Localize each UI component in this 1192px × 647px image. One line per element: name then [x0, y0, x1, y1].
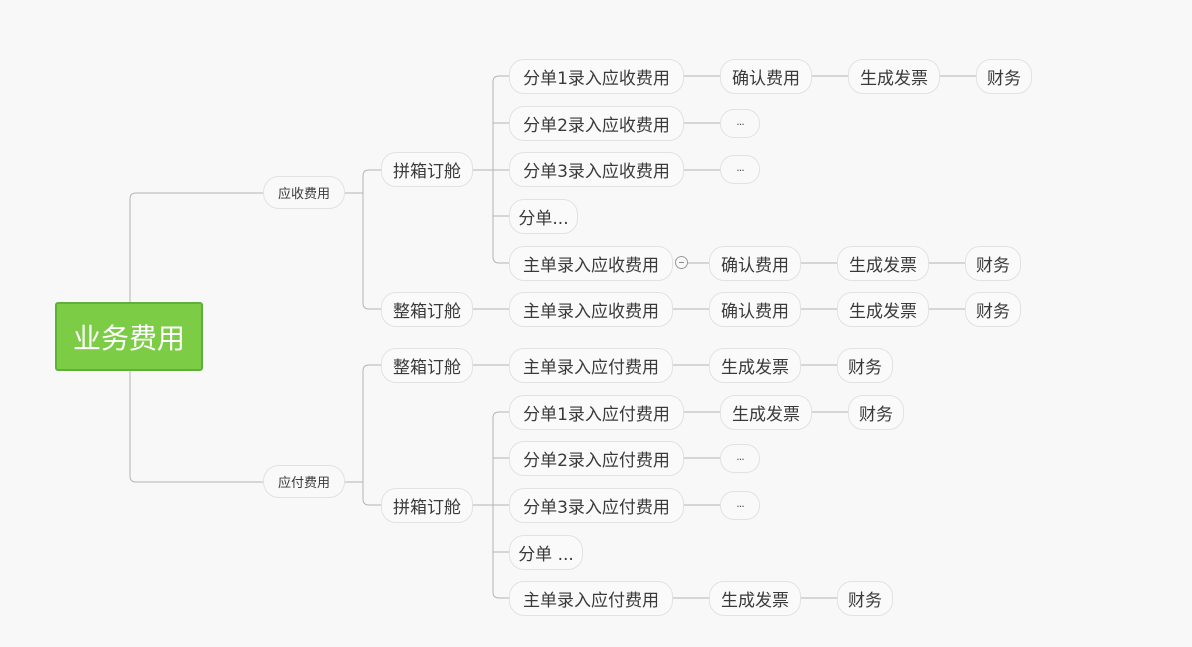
recv-hbl1-invoice[interactable]: 生成发票: [848, 59, 940, 94]
pay-fcl-mbl-entry[interactable]: 主单录入应付费用: [509, 348, 673, 383]
root-topic[interactable]: 业务费用: [55, 302, 203, 371]
payable-branch-trunk: [362, 364, 381, 506]
recv-lcl-mbl-finance[interactable]: 财务: [965, 246, 1021, 281]
payable-topic[interactable]: 应付费用: [263, 465, 345, 498]
receivable-fcl-topic[interactable]: 整箱订舱: [381, 292, 473, 327]
pay-fcl-mbl-invoice[interactable]: 生成发票: [709, 348, 801, 383]
pay-hbl1-entry[interactable]: 分单1录入应付费用: [509, 395, 684, 430]
recv-hbl1-finance[interactable]: 财务: [976, 59, 1032, 94]
pay-lcl-mbl-invoice[interactable]: 生成发票: [709, 581, 801, 616]
recv-fcl-mbl-finance[interactable]: 财务: [965, 292, 1021, 327]
payable-fcl-topic[interactable]: 整箱订舱: [381, 348, 473, 383]
receivable-topic[interactable]: 应收费用: [263, 176, 345, 209]
pay-hbl-more[interactable]: 分单 ...: [509, 535, 583, 570]
collapse-toggle-icon[interactable]: [675, 256, 688, 269]
recv-fcl-mbl-confirm[interactable]: 确认费用: [709, 292, 801, 327]
recv-hbl2-entry[interactable]: 分单2录入应收费用: [509, 106, 684, 141]
recv-hbl1-entry[interactable]: 分单1录入应收费用: [509, 59, 684, 94]
recv-fcl-mbl-entry[interactable]: 主单录入应收费用: [509, 292, 673, 327]
payable-lcl-topic[interactable]: 拼箱订舱: [381, 488, 473, 523]
pay-hbl2-entry[interactable]: 分单2录入应付费用: [509, 441, 684, 476]
pay-hbl3-next[interactable]: ...: [720, 491, 760, 520]
recv-hbl1-confirm[interactable]: 确认费用: [720, 59, 812, 94]
recv-hbl-more[interactable]: 分单...: [509, 199, 578, 234]
receivable-lcl-topic[interactable]: 拼箱订舱: [381, 152, 473, 187]
pay-hbl1-invoice[interactable]: 生成发票: [720, 395, 812, 430]
pay-hbl1-finance[interactable]: 财务: [848, 395, 904, 430]
root-to-receivable-link: [129, 192, 263, 302]
recv-hbl3-entry[interactable]: 分单3录入应收费用: [509, 152, 684, 187]
pay-lcl-mbl-entry[interactable]: 主单录入应付费用: [509, 581, 673, 616]
pay-hbl3-entry[interactable]: 分单3录入应付费用: [509, 488, 684, 523]
receivable-branch-trunk: [362, 169, 381, 310]
recv-fcl-mbl-invoice[interactable]: 生成发票: [837, 292, 929, 327]
recv-lcl-mbl-entry[interactable]: 主单录入应收费用: [509, 246, 673, 281]
pay-fcl-mbl-finance[interactable]: 财务: [837, 348, 893, 383]
recv-hbl2-next[interactable]: ...: [720, 109, 760, 138]
pay-lcl-mbl-finance[interactable]: 财务: [837, 581, 893, 616]
recv-lcl-mbl-invoice[interactable]: 生成发票: [837, 246, 929, 281]
pay-hbl2-next[interactable]: ...: [720, 444, 760, 473]
recv-lcl-mbl-confirm[interactable]: 确认费用: [709, 246, 801, 281]
recv-hbl3-next[interactable]: ...: [720, 155, 760, 184]
root-to-payable-link: [129, 371, 263, 483]
